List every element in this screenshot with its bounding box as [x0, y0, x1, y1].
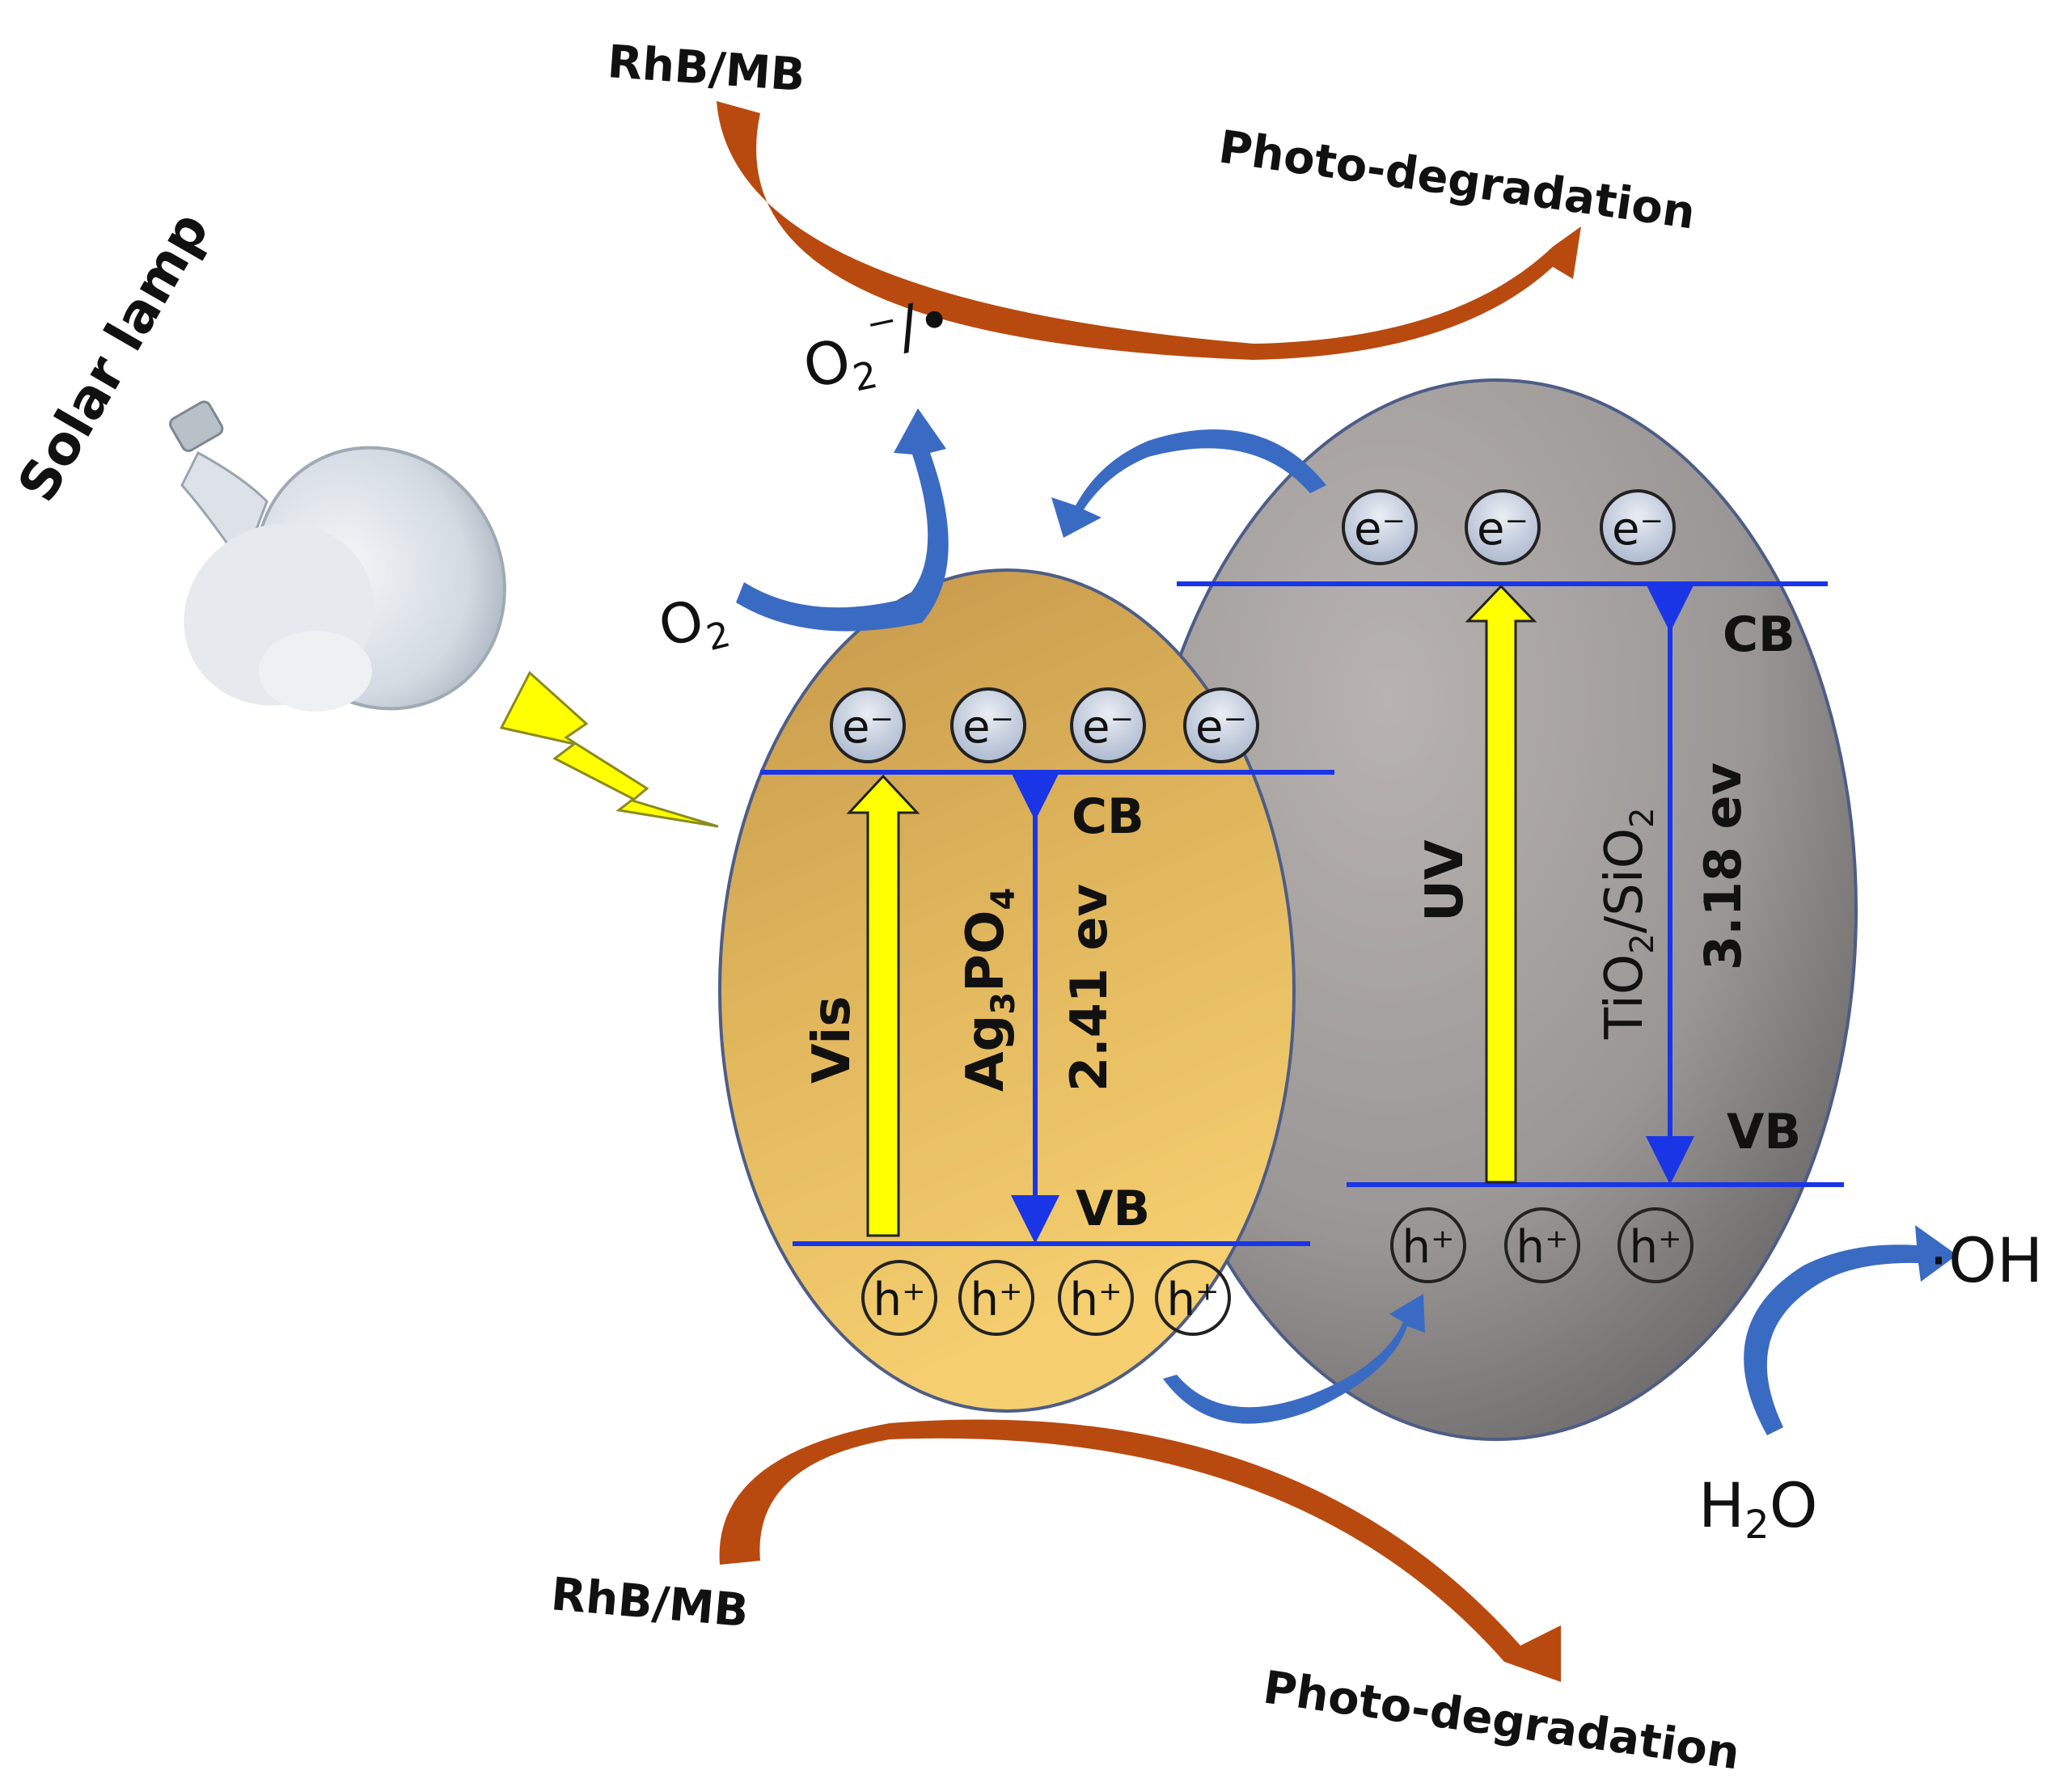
- ag3po4-bandgap-label: 2.41 ev: [1059, 884, 1118, 1092]
- hole: h⁺: [958, 1260, 1034, 1336]
- water-label-h: H: [1698, 1469, 1744, 1541]
- photodegradation-bottom-label: Photo-degradation: [1260, 1661, 1743, 1775]
- water-label-o: O: [1770, 1469, 1818, 1541]
- ag3po4-vb-label: VB: [1076, 1181, 1150, 1237]
- hole-label: h⁺: [1069, 1274, 1122, 1326]
- ag3po4-holes: h⁺ h⁺ h⁺ h⁺: [861, 1260, 1231, 1336]
- o2-radical-label: O2⁻/•: [793, 284, 964, 409]
- ag3po4-cb-label: CB: [1072, 788, 1144, 845]
- electron-label: e⁻: [1477, 503, 1529, 556]
- tio2-cb-label: CB: [1723, 606, 1795, 663]
- uv-excitation-arrow: [1465, 584, 1537, 1184]
- electron: e⁻: [950, 687, 1026, 763]
- hydroxyl-radical-label: ·OH: [1929, 1224, 2043, 1296]
- o2-radical-o: O: [797, 326, 856, 402]
- ag3po4-label-sub2: 4: [985, 888, 1022, 911]
- light-bolt-icon: [499, 670, 719, 828]
- o2-radical-mark: ⁻/•: [861, 284, 958, 368]
- electron-label: e⁻: [1354, 503, 1406, 556]
- electron-transfer-arrow: [1051, 429, 1326, 538]
- ag3po4-label-mid: PO: [956, 911, 1016, 992]
- hole-label: h⁺: [873, 1274, 925, 1326]
- tio2-label-sub2: 2: [1624, 807, 1661, 827]
- tio2-label-main: TiO: [1595, 954, 1655, 1040]
- ag3po4-electrons: e⁻ e⁻ e⁻ e⁻: [830, 687, 1259, 763]
- hole-label: h⁺: [1629, 1221, 1681, 1274]
- vis-excitation-arrow: [846, 774, 920, 1237]
- water-label-sub: 2: [1744, 1502, 1770, 1548]
- tio2-label-si: /SiO: [1595, 828, 1655, 933]
- solar-lamp-label: Solar lamp: [6, 201, 221, 512]
- hole: h⁺: [1058, 1260, 1134, 1336]
- vis-label: Vis: [802, 996, 862, 1084]
- ag3po4-particle: [718, 568, 1296, 1413]
- water-label: H2O: [1698, 1469, 1818, 1548]
- electron: e⁻: [1342, 489, 1418, 565]
- hole-label: h⁺: [970, 1274, 1022, 1326]
- degradation-arrow-top: [717, 101, 1581, 360]
- photodegradation-top-label: Photo-degradation: [1216, 120, 1698, 239]
- o2-label-o: O: [653, 588, 710, 661]
- electron: e⁻: [1183, 687, 1259, 763]
- electron: e⁻: [830, 687, 906, 763]
- tio2-holes: h⁺ h⁺ h⁺: [1390, 1207, 1694, 1283]
- hole-label: h⁺: [1166, 1274, 1219, 1326]
- electron-label: e⁻: [842, 701, 894, 754]
- o2-label-sub: 2: [703, 614, 735, 659]
- degradation-arrow-bottom: [719, 1419, 1562, 1682]
- tio2-label-sub1: 2: [1624, 933, 1661, 953]
- ag3po4-label-sub1: 3: [985, 992, 1022, 1015]
- lamp-bulb-icon: [169, 400, 506, 712]
- hole: h⁺: [1617, 1207, 1694, 1283]
- tio2-bandgap-label: 3.18 ev: [1694, 763, 1753, 970]
- water-oxidation-arrow: [1744, 1225, 1957, 1435]
- electron-label: e⁻: [1612, 503, 1664, 556]
- rhb-mb-top-label: RhB/MB: [606, 36, 806, 102]
- electron-label: e⁻: [1082, 701, 1134, 754]
- tio2-vb-label: VB: [1727, 1104, 1801, 1160]
- o2-reduction-arrow: [736, 408, 949, 632]
- o2-label: O2: [653, 582, 734, 670]
- electron-label: e⁻: [1195, 701, 1247, 754]
- hole: h⁺: [1390, 1207, 1466, 1283]
- tio2-sio2-label: TiO2/SiO2: [1595, 807, 1661, 1040]
- ag3po4-label: Ag3PO4: [956, 888, 1022, 1092]
- electron: e⁻: [1465, 489, 1541, 565]
- rhb-mb-bottom-label: RhB/MB: [549, 1568, 751, 1637]
- electron: e⁻: [1070, 687, 1146, 763]
- tio2-electrons: e⁻ e⁻ e⁻: [1342, 489, 1676, 565]
- hole: h⁺: [1155, 1260, 1231, 1336]
- uv-label: UV: [1415, 839, 1475, 922]
- electron-label: e⁻: [962, 701, 1014, 754]
- electron: e⁻: [1600, 489, 1676, 565]
- hole-label: h⁺: [1402, 1221, 1454, 1274]
- hole: h⁺: [1504, 1207, 1580, 1283]
- hole: h⁺: [861, 1260, 937, 1336]
- hole-label: h⁺: [1516, 1221, 1568, 1274]
- ag3po4-label-main: Ag: [956, 1015, 1016, 1092]
